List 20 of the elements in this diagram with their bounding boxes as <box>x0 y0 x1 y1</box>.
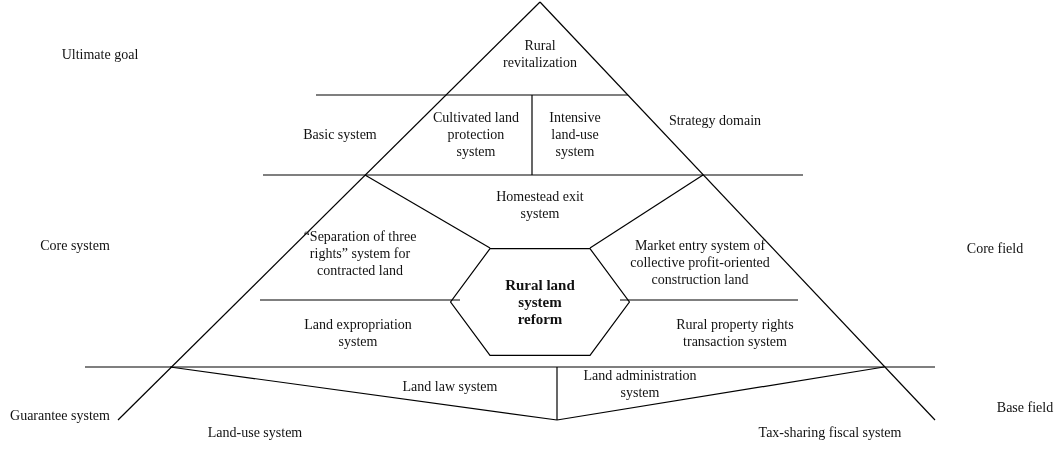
region-label: Land expropriation system <box>303 316 413 350</box>
region-label: Land-use system <box>206 423 304 441</box>
region-label: Rural property rights transaction system <box>675 316 795 350</box>
level-label: Base field <box>995 398 1055 416</box>
level-label: Strategy domain <box>667 111 763 129</box>
region-label: Homestead exit system <box>495 188 585 222</box>
level-label: Ultimate goal <box>60 45 140 63</box>
region-label: Cultivated land protection system <box>432 108 520 160</box>
region-label: “Separation of three rights” system for contracted land <box>302 227 418 279</box>
center-label: Rural land system reform <box>504 276 576 328</box>
region-label: Land law system <box>401 377 499 395</box>
level-label: Guarantee system <box>9 406 111 424</box>
region-label: Land administration system <box>582 367 698 401</box>
region-label: Tax-sharing fiscal system <box>757 423 903 441</box>
level-label: Core system <box>39 236 111 254</box>
level-label: Core field <box>965 239 1025 257</box>
region-label: Intensive land-use system <box>548 108 602 160</box>
level-label: Basic system <box>302 125 378 143</box>
region-label: Market entry system of collective profit-oriented construction land <box>629 236 771 288</box>
region-label: Rural revitalization <box>502 37 578 71</box>
